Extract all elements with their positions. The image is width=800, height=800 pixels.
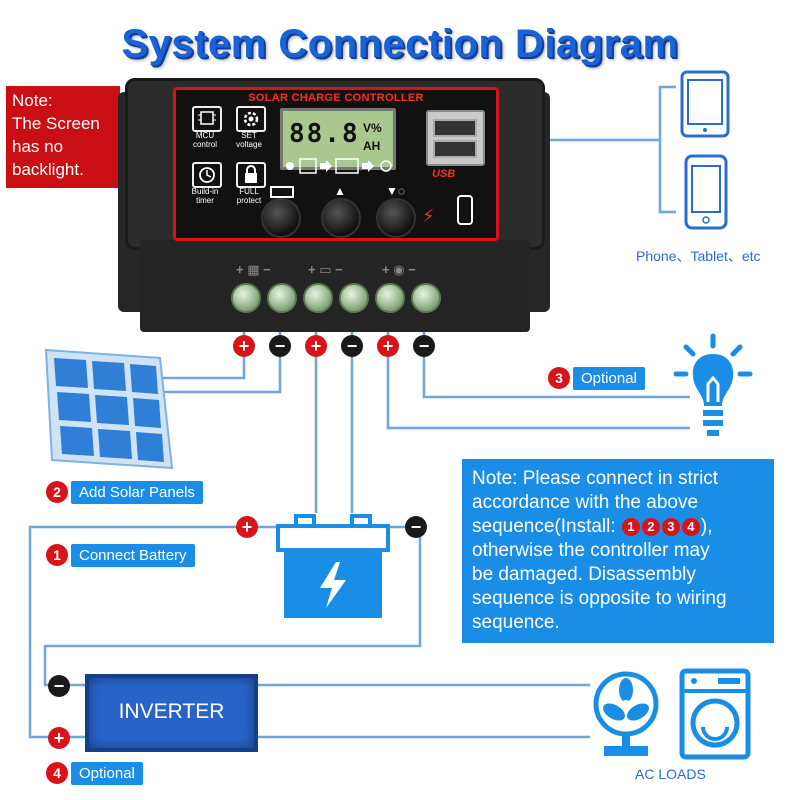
plus-icon: +: [305, 335, 327, 357]
note-line: Note: Please connect in strict: [472, 468, 719, 489]
minus-icon: −: [413, 335, 435, 357]
note-line: sequence.: [472, 612, 560, 633]
minus-icon: −: [341, 335, 363, 357]
sequence-badge: 4: [681, 517, 700, 536]
terminal-screw[interactable]: [375, 283, 405, 313]
usb-label: USB: [432, 168, 456, 180]
plus-icon: +: [377, 335, 399, 357]
up-arrow-icon: ▲: [334, 184, 346, 198]
usb-port-1[interactable]: [433, 119, 477, 137]
up-button[interactable]: [321, 198, 361, 238]
wire-solar-plus: [158, 310, 246, 380]
terminal-screw[interactable]: [231, 283, 261, 313]
lcd-unit-top: V%: [363, 121, 382, 135]
sequence-badge: 3: [661, 517, 680, 536]
usb-port-2[interactable]: [433, 140, 477, 158]
gear-icon: [236, 106, 266, 132]
sequence-badge: 1: [621, 517, 640, 536]
backlight-note: Note: The Screen has no backlight.: [6, 86, 120, 188]
flow-indicator-icon: [286, 158, 392, 174]
note-text: sequence(Install:: [472, 516, 621, 537]
usb-ports[interactable]: [426, 110, 485, 166]
controller-panel: SOLAR CHARGE CONTROLLER MCU control SET …: [173, 87, 499, 241]
plus-icon: +: [48, 727, 70, 749]
minus-icon: −: [405, 516, 427, 538]
panel-title: SOLAR CHARGE CONTROLLER: [248, 92, 424, 104]
step-label-1: Connect Battery: [71, 544, 195, 567]
battery-mode-icon: [270, 186, 294, 198]
minus-icon: −: [48, 675, 70, 697]
sequence-badge: 2: [641, 517, 660, 536]
lcd-value: 88.8: [289, 119, 360, 149]
step-label-3: Optional: [573, 367, 645, 390]
devices-label: Phone、Tablet、etc: [636, 248, 761, 264]
minus-icon: −: [269, 335, 291, 357]
note-line: accordance with the above: [472, 492, 699, 513]
plus-icon: +: [233, 335, 255, 357]
lcd-unit-bottom: AH: [363, 139, 381, 153]
mcu-label: MCU control: [192, 131, 217, 149]
clock-icon: [192, 162, 222, 188]
note-line: has no: [12, 137, 64, 156]
step-label-2: Add Solar Panels: [71, 481, 203, 504]
solar-panel-icon: [44, 348, 174, 470]
wire-usb-2: [658, 140, 676, 214]
plus-icon: +: [236, 516, 258, 538]
terminal-label-load: + ◉ −: [382, 262, 416, 277]
down-bulb-icon: ▼◌: [386, 184, 406, 198]
ac-loads-label: AC LOADS: [635, 766, 706, 782]
note-text: ),: [700, 516, 713, 537]
step-badge-2: 2: [46, 481, 68, 503]
fan-icon: [593, 671, 659, 756]
step-badge-1: 1: [46, 544, 68, 566]
note-line: Note:: [12, 91, 53, 110]
battery-icon: [276, 514, 390, 618]
note-line: backlight.: [12, 160, 84, 179]
diagram-title: System Connection Diagram: [121, 22, 679, 66]
note-line: sequence is opposite to wiring: [472, 588, 727, 609]
tablet-icon: [680, 70, 730, 138]
set-label: SET voltage: [236, 131, 262, 149]
chip-icon: [192, 106, 222, 132]
down-button[interactable]: [376, 198, 416, 238]
note-line: The Screen: [12, 114, 100, 133]
protect-label: FULL protect: [236, 187, 262, 205]
inverter-label: INVERTER: [118, 700, 225, 723]
wire-usb-1: [485, 85, 676, 142]
lock-icon: [236, 162, 266, 188]
note-line: be damaged. Disassembly: [472, 564, 696, 585]
phone-small-icon: [457, 195, 473, 225]
terminal-label-solar: + ▦ −: [236, 262, 271, 277]
terminal-screw[interactable]: [411, 283, 441, 313]
note-line: otherwise the controller may: [472, 540, 710, 561]
terminal-screw[interactable]: [303, 283, 333, 313]
lightning-icon: ⚡: [422, 206, 435, 226]
timer-label: Build-in timer: [191, 187, 219, 205]
inverter-box: INVERTER: [85, 674, 258, 752]
washing-machine-icon: [679, 668, 751, 760]
light-bulb-icon: [673, 333, 753, 436]
step-badge-4: 4: [46, 762, 68, 784]
step-badge-3: 3: [548, 367, 570, 389]
terminal-screw[interactable]: [339, 283, 369, 313]
step-label-4: Optional: [71, 762, 143, 785]
lcd-units: V% AH: [363, 119, 393, 155]
phone-icon: [684, 154, 728, 230]
mode-button[interactable]: [261, 198, 301, 238]
controller-terminal-block: [140, 240, 530, 332]
terminal-label-battery: + ▭ −: [308, 262, 343, 277]
wiring-sequence-note: Note: Please connect in strict accordanc…: [462, 459, 774, 643]
terminal-screw[interactable]: [267, 283, 297, 313]
